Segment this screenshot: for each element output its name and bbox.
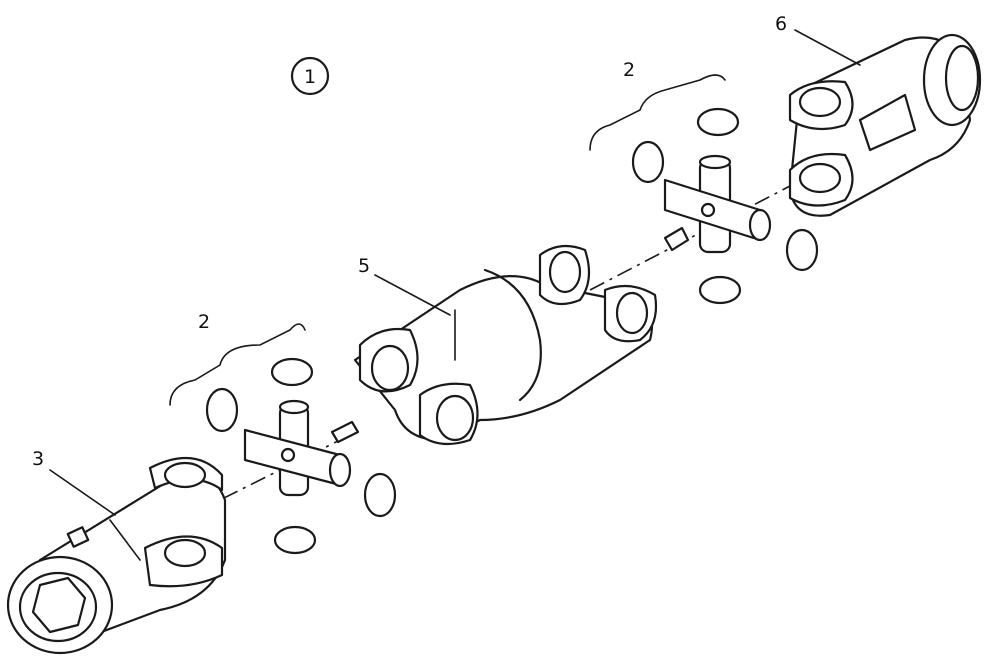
yoke-6-hole-upper bbox=[798, 86, 842, 118]
yoke-5-hole-left-lower bbox=[435, 394, 475, 442]
leader-lines bbox=[49, 29, 861, 516]
snap-ring-right-4 bbox=[698, 275, 742, 305]
snap-ring-left-3 bbox=[363, 472, 397, 518]
yoke-3-ear-hole-upper bbox=[163, 461, 207, 489]
snap-ring-right-1 bbox=[631, 140, 665, 184]
part-6-outer-yoke bbox=[788, 33, 982, 217]
figure-number-marker: 1 bbox=[290, 56, 330, 96]
callout-6: 6 bbox=[775, 13, 787, 35]
grease-hole-right bbox=[700, 202, 716, 218]
axis-segment-right bbox=[589, 159, 841, 291]
hex-bore bbox=[31, 576, 87, 634]
snap-ring-left-1 bbox=[205, 387, 239, 433]
cross-r-top-cap bbox=[698, 154, 732, 170]
yoke-5-hole-right-lower bbox=[615, 291, 649, 335]
yoke-6-slot bbox=[858, 93, 917, 152]
yoke-3-edge bbox=[109, 519, 141, 561]
yoke-5-center-collar bbox=[483, 268, 542, 402]
yoke-5-hole-left-upper bbox=[370, 344, 410, 392]
lock-pin bbox=[66, 526, 90, 548]
callout-2-right: 2 bbox=[623, 59, 635, 81]
leader-5 bbox=[374, 274, 451, 316]
snap-ring-right-3 bbox=[785, 228, 819, 272]
part-3-hex-yoke bbox=[6, 456, 227, 655]
bracket-right bbox=[589, 74, 726, 151]
cross-top-cap bbox=[278, 399, 310, 415]
snap-ring-left-2 bbox=[270, 357, 314, 387]
part-2-cross-kit-right bbox=[589, 74, 819, 305]
callout-2-left: 2 bbox=[198, 311, 210, 333]
grease-nipple-left bbox=[330, 420, 360, 444]
leader-6 bbox=[794, 29, 861, 66]
grease-nipple-right bbox=[663, 226, 690, 252]
yoke-6-hole-lower bbox=[798, 162, 842, 194]
yoke-5-hole-right-upper bbox=[548, 250, 582, 294]
yoke-3-inner-ring bbox=[18, 571, 98, 643]
yoke-3-ear-hole-lower bbox=[163, 538, 207, 568]
callout-3: 3 bbox=[32, 448, 44, 470]
cross-right-cap bbox=[328, 452, 352, 488]
snap-ring-left-4 bbox=[273, 525, 317, 555]
figure-number-label: 1 bbox=[304, 66, 316, 88]
yoke-6-flange bbox=[922, 33, 982, 127]
figure-number-circle bbox=[290, 56, 330, 96]
yoke-6-flange-inner bbox=[944, 44, 980, 112]
snap-ring-right-2 bbox=[696, 107, 740, 137]
grease-hole bbox=[280, 447, 296, 463]
callout-5: 5 bbox=[358, 255, 370, 277]
leader-3 bbox=[49, 469, 116, 516]
part-2-cross-kit-left bbox=[169, 323, 397, 555]
part-5-center-yoke bbox=[353, 244, 658, 446]
bracket-left bbox=[169, 323, 306, 406]
cross-r-right-cap bbox=[748, 208, 772, 242]
